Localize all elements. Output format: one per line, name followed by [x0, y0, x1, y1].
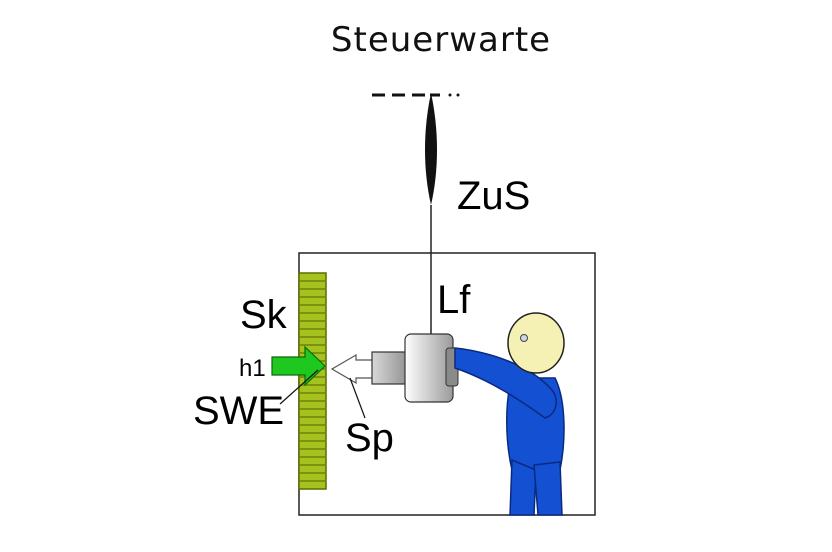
dashed-line [372, 93, 460, 97]
label-h1: h1 [239, 355, 266, 382]
device-lf [371, 333, 459, 403]
head [507, 312, 565, 374]
person-figure [454, 312, 565, 516]
sp-leader-line [349, 377, 366, 419]
label-lf: Lf [437, 278, 471, 322]
label-sp: Sp [345, 416, 394, 460]
lens-connector [425, 93, 437, 205]
label-sk: Sk [240, 293, 288, 337]
eye [520, 334, 528, 342]
white-arrow [330, 353, 375, 385]
sk-strip [298, 272, 327, 490]
label-swe: SWE [193, 389, 284, 433]
label-zus: ZuS [457, 174, 530, 218]
title-steuerwarte: Steuerwarte [331, 20, 551, 60]
swe-leader-line [279, 369, 319, 405]
